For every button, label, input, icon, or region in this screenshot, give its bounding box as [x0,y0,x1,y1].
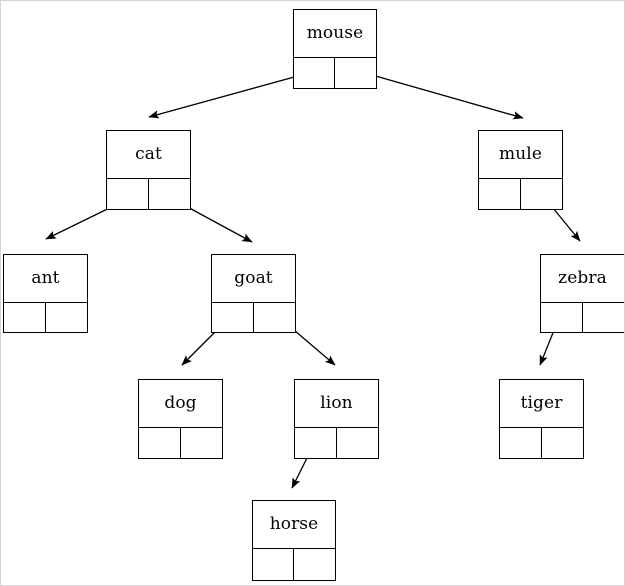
left-pointer-cell[interactable] [295,428,337,458]
right-pointer-cell[interactable] [335,58,376,88]
tree-node-cat[interactable]: cat [106,130,191,210]
left-pointer-cell[interactable] [294,58,335,88]
node-label: dog [139,380,222,428]
right-pointer-cell[interactable] [254,303,296,332]
tree-node-ant[interactable]: ant [3,254,88,333]
tree-edge-mouse-mule [357,70,524,120]
tree-node-mule[interactable]: mule [478,130,563,210]
right-pointer-cell[interactable] [542,428,584,458]
right-pointer-cell[interactable] [46,303,88,332]
tree-node-mouse[interactable]: mouse [293,9,377,89]
node-label: zebra [541,255,624,303]
node-label: goat [212,255,295,303]
node-pointer-cells [4,303,87,332]
tree-node-horse[interactable]: horse [252,500,336,581]
left-pointer-cell[interactable] [4,303,46,332]
left-pointer-cell[interactable] [107,179,149,209]
node-label: horse [253,501,335,549]
tree-edge-mouse-cat [148,70,317,119]
node-pointer-cells [295,428,378,458]
left-pointer-cell[interactable] [139,428,181,458]
node-label: tiger [500,380,583,428]
right-pointer-cell[interactable] [294,549,335,580]
node-label: lion [295,380,378,428]
tree-node-zebra[interactable]: zebra [540,254,624,333]
node-label: cat [107,131,190,179]
left-pointer-cell[interactable] [500,428,542,458]
left-pointer-cell[interactable] [253,549,294,580]
tree-node-goat[interactable]: goat [211,254,296,333]
node-label: mouse [294,10,376,58]
node-pointer-cells [294,58,376,88]
left-pointer-cell[interactable] [479,179,521,209]
node-pointer-cells [212,303,295,332]
tree-node-lion[interactable]: lion [294,379,379,459]
left-pointer-cell[interactable] [541,303,583,332]
right-pointer-cell[interactable] [583,303,625,332]
node-pointer-cells [479,179,562,209]
node-pointer-cells [500,428,583,458]
left-pointer-cell[interactable] [212,303,254,332]
node-pointer-cells [107,179,190,209]
right-pointer-cell[interactable] [337,428,379,458]
tree-node-dog[interactable]: dog [138,379,223,459]
right-pointer-cell[interactable] [149,179,191,209]
node-label: mule [479,131,562,179]
right-pointer-cell[interactable] [181,428,223,458]
right-pointer-cell[interactable] [521,179,563,209]
tree-node-tiger[interactable]: tiger [499,379,584,459]
node-pointer-cells [541,303,624,332]
node-pointer-cells [139,428,222,458]
node-pointer-cells [253,549,335,580]
node-label: ant [4,255,87,303]
